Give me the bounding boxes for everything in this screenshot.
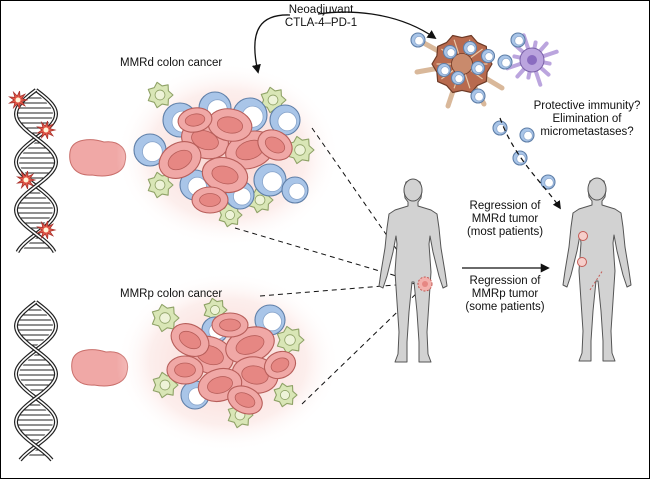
dendritic-cell-icon (497, 32, 559, 87)
mmrp-dna-helix-icon (12, 299, 60, 463)
question-label: Protective immunity? Elimination of micr… (528, 100, 646, 139)
circulating-t-cells-icon (410, 32, 556, 190)
treatment-label-line2: CTLA-4–PD-1 (284, 17, 358, 29)
mmrd-regression-line2: MMRd tumor (471, 213, 539, 225)
mmrd-regression-label: Regression of MMRd tumor (most patients) (455, 200, 555, 239)
mmrd-regression-line3: (most patients) (466, 226, 544, 238)
treatment-to-tumor-arrow (251, 14, 291, 74)
treatment-label: Neoadjuvant CTLA-4–PD-1 (278, 4, 364, 30)
lymph-node-icon (414, 34, 505, 109)
mmrd-tumor-cluster-icon (133, 81, 315, 228)
patient-body-icon (378, 178, 448, 363)
tcell-migration-arrow (499, 117, 561, 210)
mmrd-regression-line1: Regression of (469, 200, 541, 212)
patient-after-treatment-body-icon (562, 177, 632, 362)
question-line3: micrometastases? (540, 126, 634, 138)
mmrp-regression-label: Regression of MMRp tumor (some patients) (455, 275, 555, 314)
regressed-tumor-icon (577, 231, 604, 291)
tumor-site-icon (417, 276, 433, 292)
question-line1: Protective immunity? (533, 100, 641, 112)
mmrd-dna-helix-icon (8, 87, 60, 254)
mmrp-title: MMRp colon cancer (120, 288, 223, 300)
question-line2: Elimination of (552, 113, 622, 125)
mmrp-regression-line1: Regression of (469, 275, 541, 287)
mmrd-title: MMRd colon cancer (120, 57, 223, 69)
mmrp-regression-line3: (some patients) (465, 301, 545, 313)
mmrp-regression-line2: MMRp tumor (471, 288, 539, 300)
treatment-to-node-arrow (317, 11, 437, 40)
mmrp-tumor-cluster-icon (151, 297, 305, 429)
treatment-label-line1: Neoadjuvant (288, 4, 354, 16)
